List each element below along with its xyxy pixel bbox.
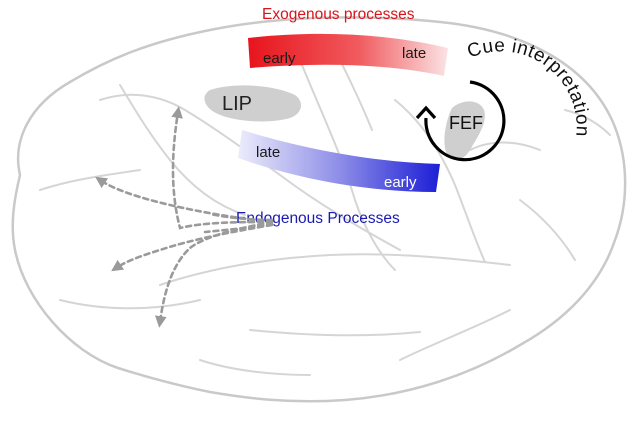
pathway-arrow bbox=[154, 220, 274, 328]
pathway-arrow bbox=[171, 106, 274, 230]
cue-cycle-arrowhead-icon bbox=[415, 105, 437, 120]
endogenous-early-label: early bbox=[384, 174, 417, 191]
pathway-arrow bbox=[208, 212, 274, 222]
pathway-arrow bbox=[111, 223, 274, 272]
pathway-arrows bbox=[95, 106, 274, 328]
brain-outline bbox=[11, 16, 627, 403]
cue-cycle-circle bbox=[424, 80, 506, 162]
exogenous-early-label: early bbox=[263, 50, 296, 67]
lip-label: LIP bbox=[222, 93, 252, 115]
fef-label: FEF bbox=[449, 113, 483, 133]
endogenous-late-label: late bbox=[256, 144, 280, 161]
brain-sulci bbox=[39, 39, 611, 376]
lip-region bbox=[204, 85, 302, 122]
cue-cycle bbox=[415, 80, 506, 162]
endogenous-band bbox=[238, 130, 440, 192]
fef-region bbox=[444, 101, 485, 161]
exogenous-title: Exogenous processes bbox=[262, 6, 415, 23]
exogenous-band bbox=[248, 33, 448, 76]
exogenous-late-label: late bbox=[402, 45, 426, 62]
endogenous-title: Endogenous Processes bbox=[236, 210, 400, 227]
